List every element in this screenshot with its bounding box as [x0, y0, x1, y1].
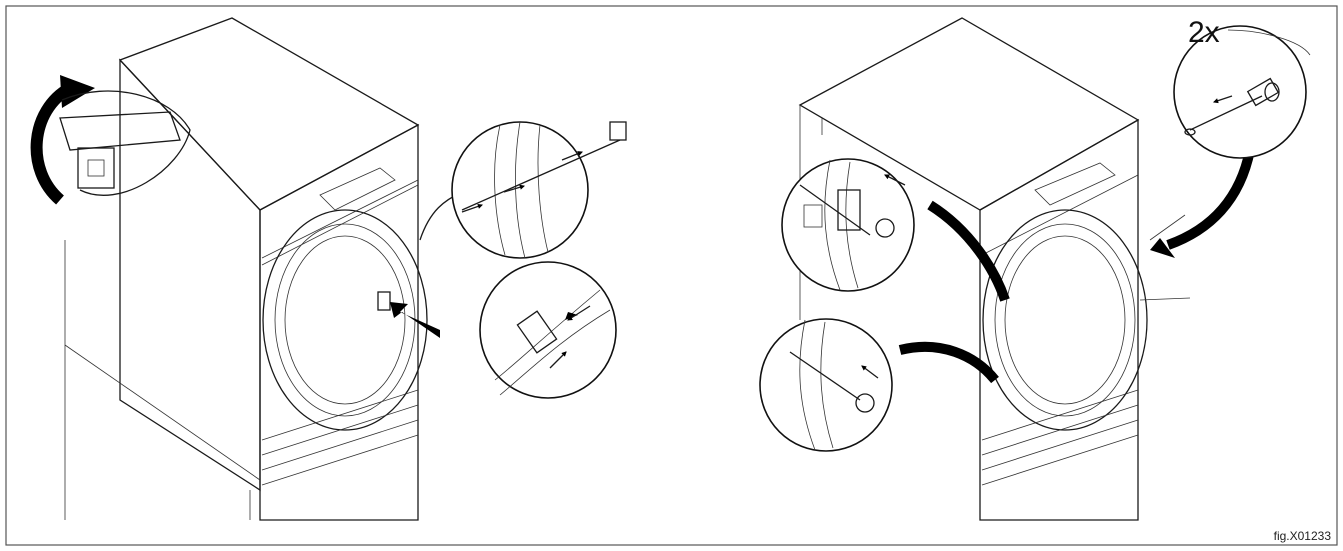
detail-connector: [479, 261, 617, 399]
inset-rotate-latch: [30, 75, 191, 205]
detail-latch-screw: [781, 158, 1010, 302]
figure-id: fig.X01233: [1273, 529, 1331, 543]
detail-lower-screw: [759, 318, 999, 452]
detail-cable-routing: [419, 121, 627, 259]
pointer-arrow: [390, 302, 440, 338]
left-dryer-drawing: [64, 17, 428, 521]
figure-border: [5, 5, 1338, 546]
detail-screws-2x: [1150, 25, 1311, 258]
quantity-label: 2x: [1188, 16, 1220, 49]
right-dryer-drawing: [798, 17, 1191, 521]
